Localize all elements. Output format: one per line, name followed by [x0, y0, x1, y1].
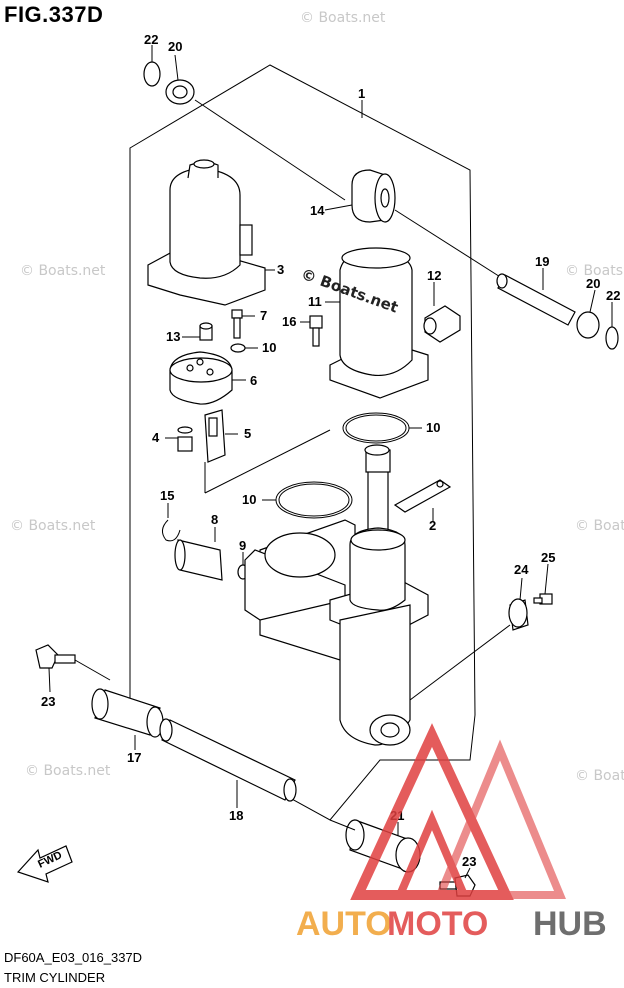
automotohub-logo: AUTO MOTO HUB [296, 723, 607, 943]
figure-title: FIG.337D [4, 2, 104, 27]
pump-6 [169, 351, 233, 405]
reservoir-11 [329, 247, 429, 399]
o-ring-10-upper [342, 412, 410, 444]
callout-leaders [48, 45, 613, 879]
pin-19 [496, 273, 576, 326]
bolt-16 [309, 315, 323, 347]
valve-12 [423, 305, 461, 343]
watermark: © Boats.net [300, 10, 386, 26]
leader [74, 659, 111, 681]
watermark: © Boats.net [575, 768, 624, 784]
callout-20: 20 [168, 39, 182, 54]
fwd-arrow: FWD [16, 845, 73, 883]
callout-18: 18 [229, 808, 243, 823]
o-ring-10-small [230, 343, 246, 353]
callout-4: 4 [152, 430, 160, 445]
callout-5: 5 [244, 426, 251, 441]
valve-13 [199, 322, 213, 341]
logo-text-hub: HUB [533, 905, 607, 943]
bolt-7 [231, 309, 243, 339]
callout-23-left: 23 [41, 694, 55, 709]
callout-25: 25 [541, 550, 555, 565]
callout-22-right: 22 [606, 288, 620, 303]
bracket-2 [393, 479, 452, 513]
trim-motor-3 [147, 159, 266, 306]
callout-23-bottom: 23 [462, 854, 476, 869]
callout-17: 17 [127, 750, 141, 765]
bushing-14 [351, 169, 396, 223]
callout-8: 8 [211, 512, 218, 527]
callout-7: 7 [260, 308, 267, 323]
callout-11: 11 [308, 294, 322, 309]
callout-22: 22 [144, 32, 158, 47]
sleeve-17 [91, 688, 164, 738]
callout-2: 2 [429, 518, 436, 533]
bushing-20-right [576, 311, 600, 339]
leader [409, 624, 511, 701]
watermark: © Boats.net [25, 763, 111, 779]
callout-24: 24 [514, 562, 529, 577]
pin-18 [159, 718, 297, 802]
watermark: © Boats.net [575, 518, 624, 534]
callout-1: 1 [358, 86, 365, 101]
callout-15: 15 [160, 488, 174, 503]
valve-5 [204, 409, 226, 463]
leader [394, 209, 506, 281]
watermark: © Boats.net [10, 518, 96, 534]
logo-text-auto: AUTO [296, 905, 392, 943]
callout-10-lower: 10 [242, 492, 256, 507]
relief-valve-8 [174, 539, 223, 581]
spacer-24 [508, 598, 529, 631]
piston-rod [349, 444, 406, 611]
logo-text-moto: MOTO [387, 905, 488, 943]
watermarks: © Boats.net © Boats.net © Boats.net © Bo… [10, 10, 624, 784]
callout-20-right: 20 [586, 276, 600, 291]
leader [329, 819, 356, 831]
snap-ring-22 [143, 61, 161, 87]
callout-10-small: 10 [262, 340, 276, 355]
o-ring-10-lower [275, 481, 353, 519]
snap-ring-15 [162, 519, 181, 542]
figure-name: TRIM CYLINDER [4, 970, 106, 985]
leader [194, 99, 346, 201]
callout-6: 6 [250, 373, 257, 388]
callout-16: 16 [282, 314, 296, 329]
callout-12: 12 [427, 268, 441, 283]
callout-10-upper: 10 [426, 420, 440, 435]
snap-ring-22-right [605, 326, 619, 350]
watermark: © Boats.net [565, 263, 624, 279]
callout-9: 9 [239, 538, 246, 553]
callout-3: 3 [277, 262, 284, 277]
bolt-25 [533, 593, 553, 605]
bolt-23-left [35, 644, 76, 669]
figure-code: DF60A_E03_016_337D [4, 950, 143, 965]
check-valve-4 [177, 426, 193, 452]
bushing-20 [165, 79, 195, 105]
cylinder-body [244, 519, 429, 746]
callout-14: 14 [310, 203, 325, 218]
callout-19: 19 [535, 254, 549, 269]
watermark: © Boats.net [20, 263, 106, 279]
callout-labels: 22 20 1 14 3 12 19 20 22 11 16 7 13 10 6… [41, 32, 620, 869]
callout-13: 13 [166, 329, 180, 344]
